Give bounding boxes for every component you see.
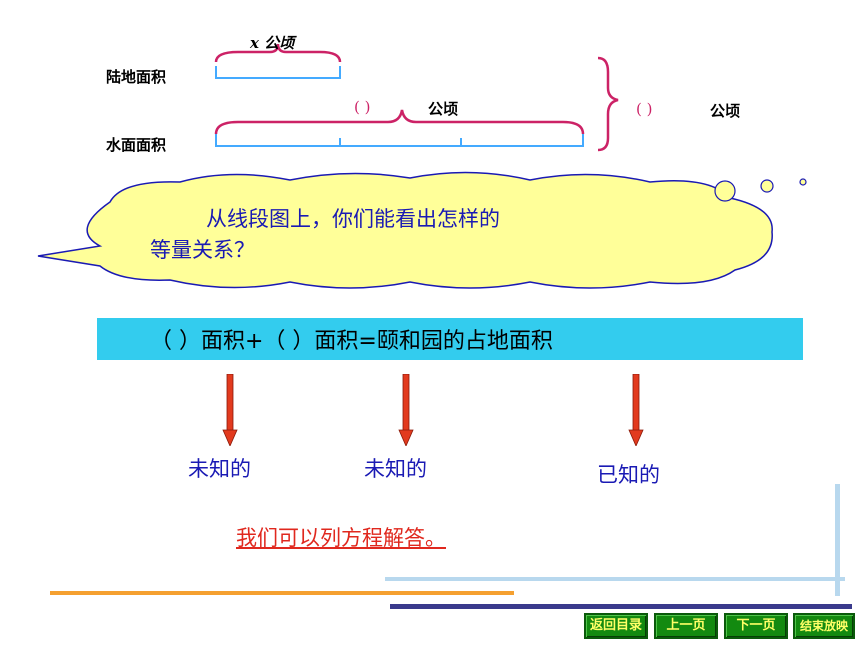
water-unit-paren: ( ) xyxy=(354,98,371,116)
thought-cloud: 从线段图上，你们能看出怎样的 等量关系？ xyxy=(30,170,820,295)
down-arrow-icon xyxy=(628,374,644,446)
back-to-menu-button[interactable]: 返回目录 xyxy=(584,613,648,639)
total-brace xyxy=(597,56,619,152)
water-unit-label: 公顷 xyxy=(428,100,459,118)
down-arrow-icon xyxy=(222,374,238,446)
total-unit-label: 公顷 xyxy=(710,102,741,120)
segment-diagram-drawing xyxy=(214,43,619,152)
equation-text: （ ）面积+（ ）面积=颐和园的占地面积 xyxy=(150,329,553,354)
next-page-button[interactable]: 下一页 xyxy=(724,613,788,639)
down-arrow-icon xyxy=(398,374,414,446)
conclusion-text: 我们可以列方程解答。 xyxy=(236,526,446,550)
unknown-label-2: 未知的 xyxy=(364,457,427,481)
water-area-label: 水面面积 xyxy=(106,136,167,154)
equation-bar xyxy=(97,318,803,360)
cloud-shape xyxy=(37,171,807,289)
segment-diagram: 陆地面积 水面面积 x 公顷 ( ) 公顷 ( ) 公顷 xyxy=(38,22,778,174)
end-show-button[interactable]: 结束放映 xyxy=(793,613,855,639)
decor-line-navy xyxy=(390,604,852,609)
known-label: 已知的 xyxy=(597,463,660,487)
prev-page-button[interactable]: 上一页 xyxy=(654,613,718,639)
cloud-question-line1: 从线段图上，你们能看出怎样的 xyxy=(206,207,500,231)
decor-line-lightblue xyxy=(385,577,845,581)
cloud-question-line2: 等量关系？ xyxy=(150,238,255,262)
decor-vertical-line xyxy=(835,484,840,596)
decor-line-orange xyxy=(50,591,514,595)
land-unit-label: x 公顷 xyxy=(250,34,295,52)
unknown-label-1: 未知的 xyxy=(188,457,251,481)
land-brace xyxy=(214,43,342,63)
water-brace xyxy=(214,109,585,135)
total-unit-paren: ( ) xyxy=(636,100,653,118)
land-area-label: 陆地面积 xyxy=(106,68,167,86)
